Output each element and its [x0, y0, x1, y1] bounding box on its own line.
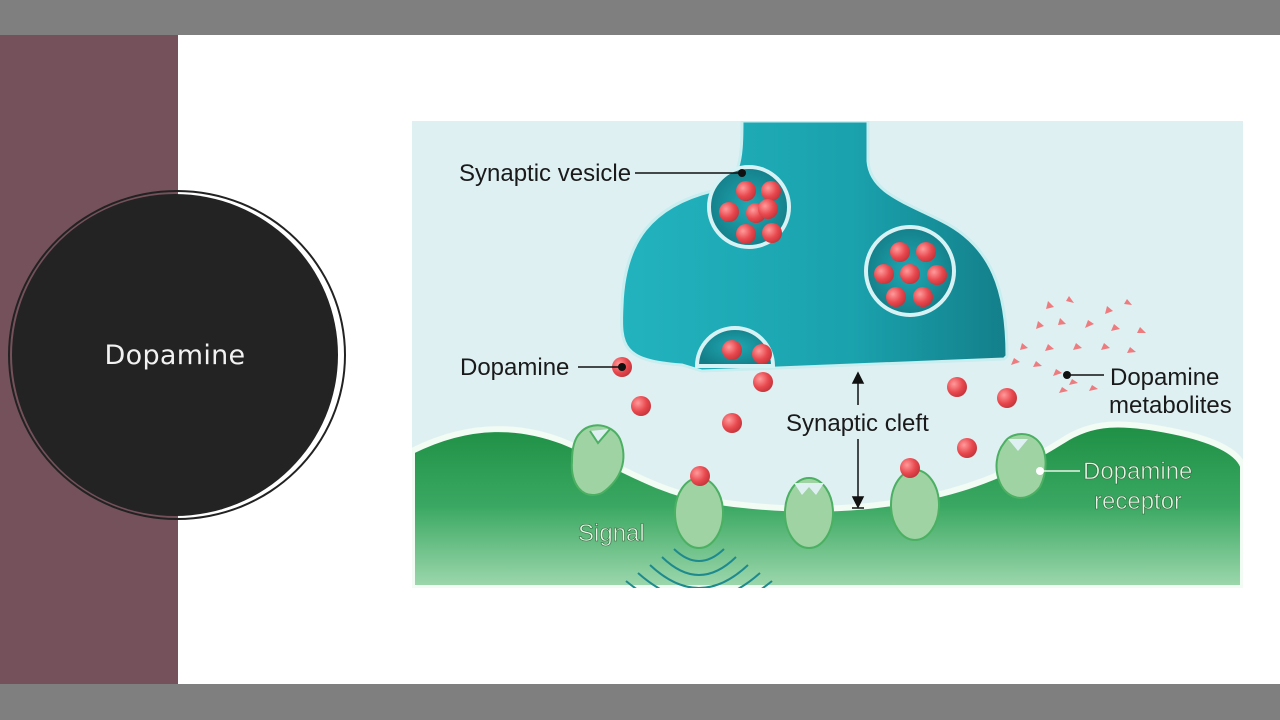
label-dopamine: Dopamine [460, 354, 569, 381]
bottom-frame-bar [0, 684, 1280, 720]
top-frame-bar [0, 0, 1280, 35]
vesicle-leader-dot [738, 169, 746, 177]
dopamine-leader-dot [618, 363, 626, 371]
label-synaptic-vesicle: Synaptic vesicle [459, 160, 631, 187]
metabolite-triangle-icon [1011, 296, 1146, 393]
label-receptor-line2: receptor [1094, 488, 1182, 515]
receptor-icon [674, 477, 724, 549]
title-circle-ring [8, 190, 346, 520]
receptor-icon [784, 477, 834, 549]
title-circle: Dopamine [12, 194, 338, 516]
vesicle-icon [707, 165, 791, 249]
cleft-arrow-icon [851, 371, 865, 509]
label-metabolites-line1: Dopamine [1110, 364, 1219, 391]
fusing-vesicle-icon [694, 326, 776, 368]
metabolites-leader-dot [1063, 371, 1071, 379]
signal-wave-icon [625, 548, 773, 588]
receptor-icon [995, 433, 1047, 499]
label-metabolites-line2: metabolites [1109, 392, 1232, 419]
synapse-diagram: Synaptic vesicle Dopamine Synaptic cleft… [412, 121, 1243, 588]
receptor-icon [570, 424, 625, 496]
label-receptor-line1: Dopamine [1083, 458, 1192, 485]
label-synaptic-cleft: Synaptic cleft [786, 410, 929, 437]
receptor-icon [890, 469, 940, 541]
vesicle-icon [864, 225, 956, 317]
receptor-leader-dot [1036, 467, 1044, 475]
label-signal: Signal [578, 520, 645, 547]
slide-title: Dopamine [104, 339, 246, 371]
